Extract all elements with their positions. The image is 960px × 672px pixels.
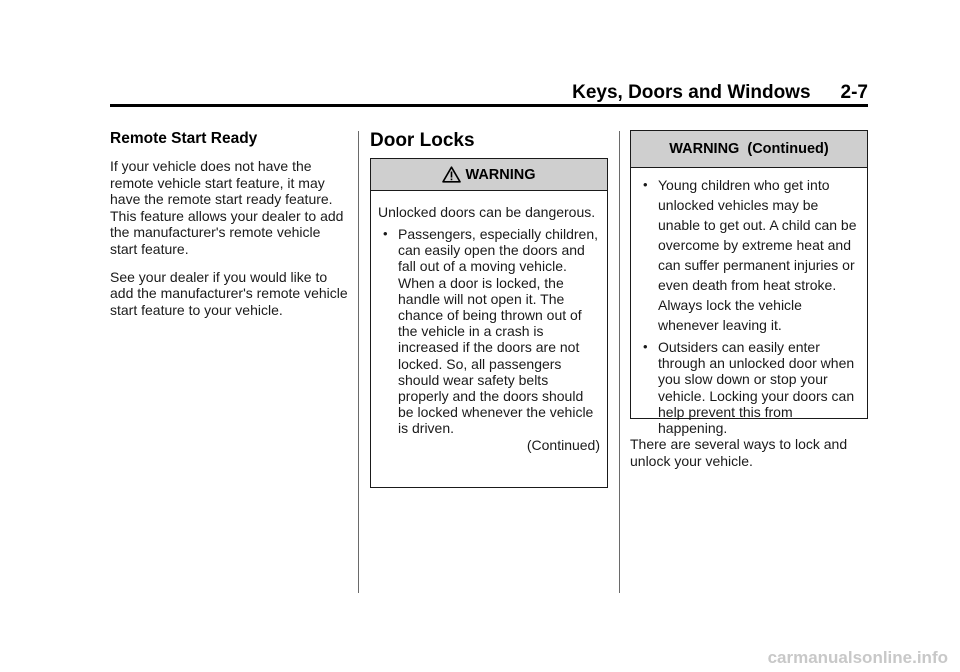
warning-lead: Unlocked doors can be dangerous. bbox=[378, 204, 596, 220]
section-title: Keys, Doors and Windows bbox=[572, 82, 811, 103]
continued-label: (Continued) bbox=[526, 436, 600, 453]
paragraph-remote-start-2: See your dealer if you would like to add… bbox=[110, 268, 348, 318]
column-divider-2 bbox=[619, 131, 620, 593]
warning-continued-bullet-2: Outsiders can easily enter through an un… bbox=[638, 339, 860, 436]
column-3-text: There are several ways to lock and unloc… bbox=[630, 436, 870, 480]
warning-continued-bullet-1: Young children who get into unlocked veh… bbox=[638, 175, 860, 335]
warning-box-2: WARNING (Continued) Young children who g… bbox=[630, 130, 868, 436]
warning-triangle-icon bbox=[442, 166, 462, 183]
header-rule bbox=[110, 104, 868, 107]
warning-title: WARNING bbox=[465, 166, 536, 183]
warning-continued-header: WARNING (Continued) bbox=[631, 131, 867, 168]
page-header: Keys, Doors and Windows 2-7 bbox=[572, 82, 868, 104]
column-divider-1 bbox=[358, 131, 359, 593]
heading-remote-start-ready: Remote Start Ready bbox=[110, 130, 258, 147]
heading-door-locks: Door Locks bbox=[370, 130, 475, 151]
warning-bullet: Passengers, especially children, can eas… bbox=[378, 226, 600, 437]
page-number: 2-7 bbox=[840, 82, 868, 103]
warning-continued-title: WARNING (Continued) bbox=[669, 141, 829, 157]
column-1: Remote Start Ready If your vehicle does … bbox=[110, 130, 348, 329]
warning-bullets: Passengers, especially children, can eas… bbox=[378, 226, 600, 437]
warning-continued-bullets: Young children who get into unlocked veh… bbox=[638, 175, 860, 436]
watermark-text: carmanualsonline.info bbox=[767, 648, 948, 667]
warning-body: Unlocked doors can be dangerous. Passeng… bbox=[371, 191, 607, 453]
warning-continued-body: Young children who get into unlocked veh… bbox=[631, 168, 867, 436]
warning-box-1: WARNING Unlocked doors can be dangerous.… bbox=[370, 158, 608, 488]
paragraph-remote-start-1: If your vehicle does not have the remote… bbox=[110, 158, 344, 257]
warning-header: WARNING bbox=[371, 159, 607, 191]
column-2: Door Locks bbox=[370, 130, 608, 152]
paragraph-lock-ways: There are several ways to lock and unloc… bbox=[630, 436, 848, 469]
